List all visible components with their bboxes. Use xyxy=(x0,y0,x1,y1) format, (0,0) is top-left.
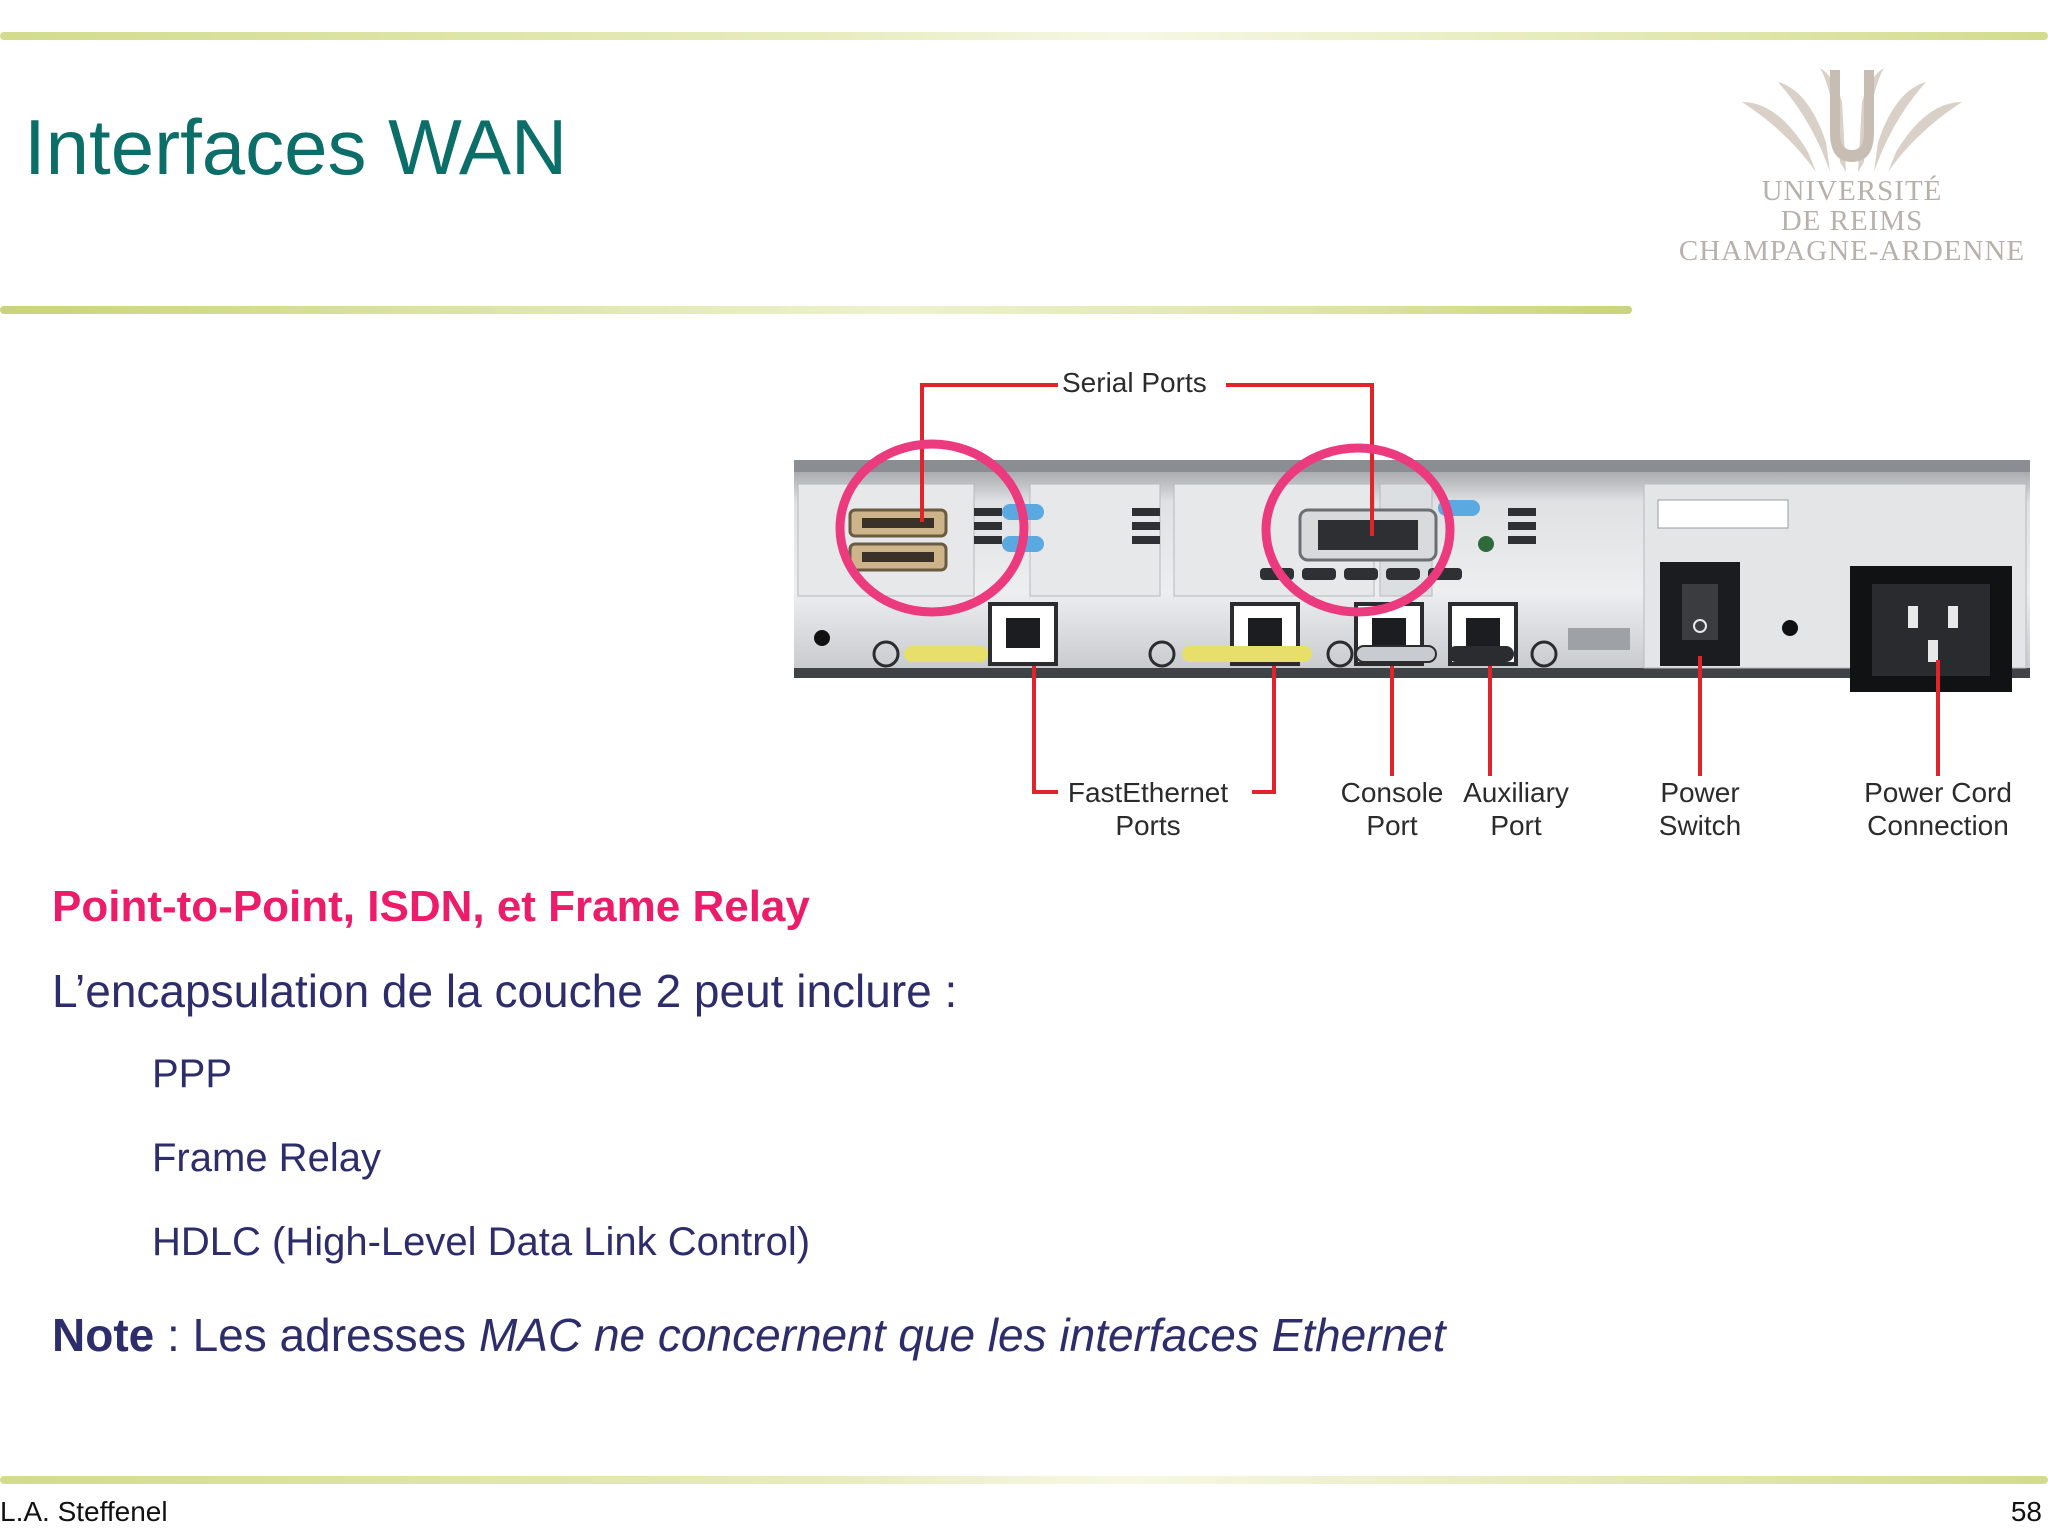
router-rear-panel-figure: Serial Ports FastEthernet Ports Console … xyxy=(790,360,2030,860)
console-label-line-1: Console xyxy=(1340,777,1444,808)
logo-line-2: DE REIMS xyxy=(1780,205,1924,237)
power-cord-label: Power Cord Connection xyxy=(1854,776,2022,842)
list-item: Frame Relay xyxy=(152,1136,381,1180)
fastethernet-label-line-2: Ports xyxy=(1115,810,1181,841)
auxiliary-label-line-2: Port xyxy=(1490,810,1542,841)
footer-rule xyxy=(0,1476,2048,1484)
note-emphasis: MAC ne concernent que les interfaces Eth… xyxy=(478,1309,1446,1361)
footer-author: L.A. Steffenel xyxy=(0,1496,168,1527)
top-rule xyxy=(0,32,2048,40)
university-logo: UNIVERSITÉ DE REIMS CHAMPAGNE-ARDENNE xyxy=(1672,62,2032,282)
intro-text: L’encapsulation de la couche 2 peut incl… xyxy=(52,965,958,1017)
list-item: PPP xyxy=(152,1052,233,1096)
note-text: Note : Les adresses MAC ne concernent qu… xyxy=(52,1308,1446,1362)
power-cord-label-line-2: Connection xyxy=(1867,810,2009,841)
list-item: HDLC (High-Level Data Link Control) xyxy=(152,1220,811,1264)
section-heading: Point-to-Point, ISDN, et Frame Relay xyxy=(52,882,810,931)
console-port-label: Console Port xyxy=(1330,776,1454,842)
power-switch-label-line-2: Switch xyxy=(1658,810,1742,841)
logo-line-3: CHAMPAGNE-ARDENNE xyxy=(1678,235,2026,267)
auxiliary-port-label: Auxiliary Port xyxy=(1454,776,1578,842)
power-switch-label: Power Switch xyxy=(1642,776,1758,842)
fastethernet-ports-label: FastEthernet Ports xyxy=(1058,776,1238,842)
note-label: Note xyxy=(52,1309,155,1361)
power-switch-label-line-1: Power xyxy=(1660,777,1740,808)
router-rear-panel-image xyxy=(794,383,2030,794)
slide-title: Interfaces WAN xyxy=(24,103,568,191)
page-number: 58 xyxy=(2010,1496,2042,1527)
fastethernet-label-line-1: FastEthernet xyxy=(1067,777,1229,808)
title-underline xyxy=(0,306,1632,314)
serial-ports-label: Serial Ports xyxy=(1062,367,1207,398)
power-cord-label-line-1: Power Cord xyxy=(1864,777,2012,808)
logo-line-1: UNIVERSITÉ xyxy=(1761,175,1943,207)
auxiliary-label-line-1: Auxiliary xyxy=(1463,777,1569,808)
console-label-line-2: Port xyxy=(1366,810,1418,841)
university-logo-mark-icon xyxy=(1742,68,1962,172)
note-separator: : Les adresses xyxy=(154,1309,479,1361)
